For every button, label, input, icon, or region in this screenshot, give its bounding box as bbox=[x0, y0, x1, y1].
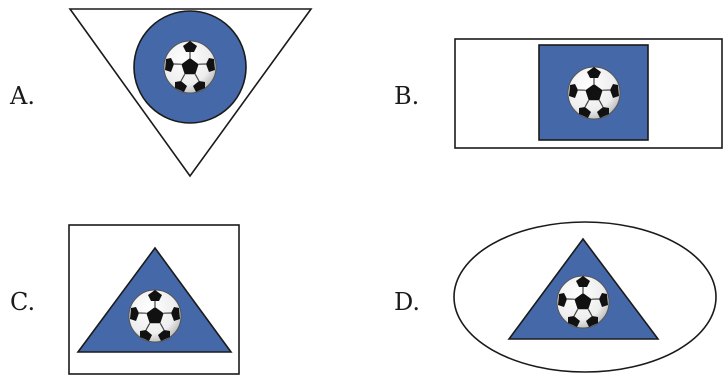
option-b-figure bbox=[455, 39, 722, 148]
soccer-ball-icon bbox=[164, 41, 216, 93]
option-c-figure bbox=[69, 225, 239, 374]
soccer-ball-icon bbox=[129, 290, 181, 342]
option-a-figure bbox=[70, 9, 311, 176]
soccer-ball-icon bbox=[568, 67, 620, 119]
option-d-figure bbox=[454, 222, 716, 372]
soccer-ball-icon bbox=[557, 276, 609, 328]
